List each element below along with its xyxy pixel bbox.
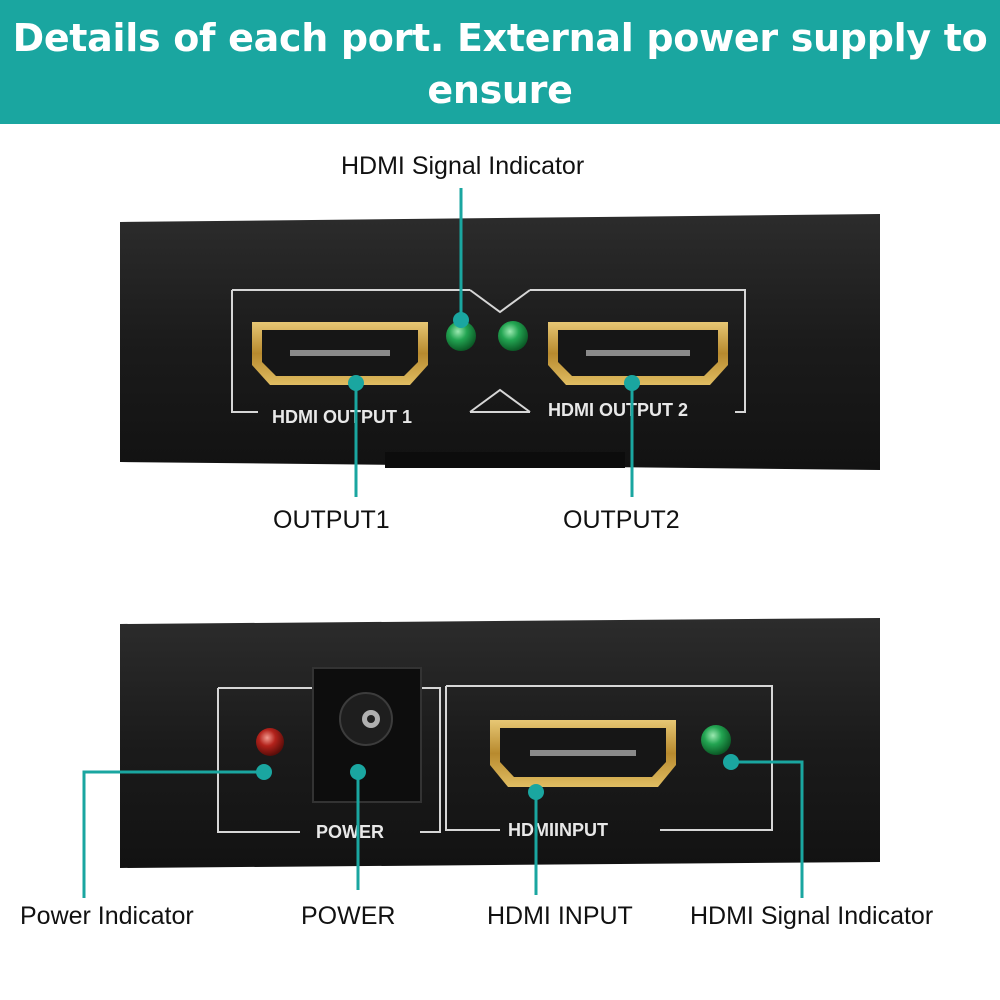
top-callout-dots xyxy=(348,312,640,391)
power-indicator-led xyxy=(256,728,284,756)
header-banner: Details of each port. External power sup… xyxy=(0,0,1000,216)
top-signal-led-1 xyxy=(446,321,476,351)
callout-bottom-hdmi-signal-indicator: HDMI Signal Indicator xyxy=(690,902,934,930)
hdmi-input-port[interactable] xyxy=(490,720,676,787)
hdmi-output-1-port[interactable] xyxy=(252,322,428,385)
callout-hdmi-input: HDMI INPUT xyxy=(487,902,633,930)
panel-label-hdmi-input: HDMIINPUT xyxy=(508,820,608,840)
power-jack[interactable] xyxy=(312,667,422,803)
bottom-callout-lines xyxy=(82,760,804,898)
hdmi-output-2-port[interactable] xyxy=(548,322,728,385)
panel-label-output2: HDMI OUTPUT 2 xyxy=(548,400,688,420)
callout-top-hdmi-signal-indicator: HDMI Signal Indicator xyxy=(341,152,585,180)
top-callout-lines xyxy=(354,188,634,497)
callout-power: POWER xyxy=(301,902,396,930)
callout-output2: OUTPUT2 xyxy=(563,506,680,534)
callout-power-indicator: Power Indicator xyxy=(20,902,194,930)
top-device: HDMI OUTPUT 1 HDMI OUTPUT 2 xyxy=(120,214,880,470)
panel-label-power: POWER xyxy=(316,822,384,842)
callout-output1: OUTPUT1 xyxy=(273,506,390,534)
banner-line-1: Details of each port. External power sup… xyxy=(12,16,988,112)
banner-line-2: wide compatibility. And stable signal tr… xyxy=(110,120,890,216)
bottom-device: POWER HDMIINPUT xyxy=(120,618,880,868)
input-signal-led xyxy=(701,725,731,755)
top-signal-led-2 xyxy=(498,321,528,351)
panel-label-output1: HDMI OUTPUT 1 xyxy=(272,407,412,427)
bottom-callout-dots xyxy=(256,754,739,800)
